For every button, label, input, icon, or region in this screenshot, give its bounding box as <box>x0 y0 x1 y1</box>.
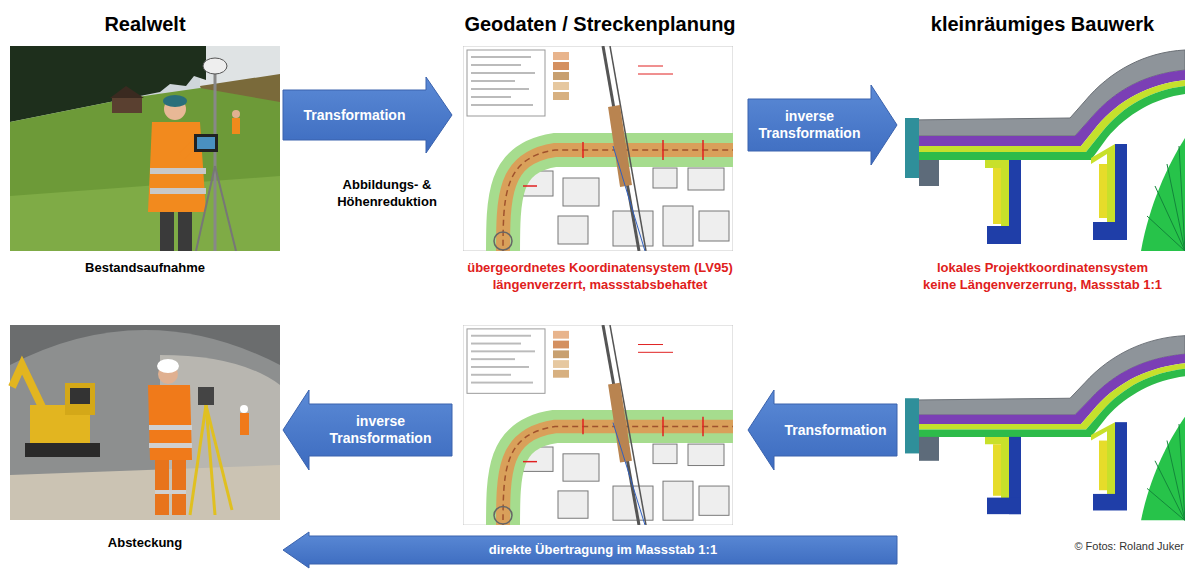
model-panel <box>900 330 1185 568</box>
system-note: übergeordnetes Koordinatensystem (LV95) … <box>460 259 740 293</box>
picture-slot <box>455 325 745 525</box>
block-arrow <box>748 390 897 470</box>
illustration-part <box>70 388 90 404</box>
column-heading: kleinräumiges Bauwerk <box>931 12 1154 36</box>
illustration-part <box>197 137 215 149</box>
illustration-part <box>203 58 227 74</box>
block-arrow <box>283 390 452 470</box>
photo-credit: © Fotos: Roland Juker <box>1030 539 1184 554</box>
illustration-part <box>65 383 95 415</box>
illustration-part <box>198 387 214 405</box>
caption-group: lokales Projektkoordinatensystem keine L… <box>900 259 1185 293</box>
illustration-part <box>10 465 280 520</box>
survey-photo <box>10 46 280 251</box>
column-heading: Realwelt <box>104 12 185 36</box>
illustration-part <box>10 325 280 520</box>
illustration-part <box>110 86 144 98</box>
illustration-part <box>150 168 206 174</box>
route-plan <box>463 325 738 530</box>
arrow-label: direkte Übertragung im Massstab 1:1 <box>312 542 894 558</box>
caption-group: übergeordnetes Koordinatensystem (LV95) … <box>455 259 745 293</box>
arrow-label: Transformation <box>286 107 423 124</box>
bridge-model <box>905 332 1185 521</box>
block-arrow <box>748 85 897 165</box>
bridge-model <box>905 46 1185 251</box>
picture-slot <box>10 325 280 520</box>
plan-panel <box>455 325 745 525</box>
illustration-part <box>157 359 179 373</box>
illustration-part <box>190 405 206 515</box>
plan-panel: Geodaten / Streckenplanung übergeordnetes… <box>455 12 745 293</box>
illustration-part <box>240 413 249 435</box>
arrow-label: inverse Transformation <box>751 108 868 142</box>
illustration-part <box>163 95 187 107</box>
stakeout-photo <box>10 325 280 520</box>
illustration-part <box>160 206 174 251</box>
block-arrow <box>283 532 897 568</box>
route-plan <box>463 46 738 256</box>
illustration-part <box>10 88 280 251</box>
illustration-part <box>232 118 240 134</box>
photo-caption: Absteckung <box>108 534 182 551</box>
picture-slot <box>10 46 280 251</box>
illustration-part <box>215 166 236 251</box>
arrow-label: Transformation <box>777 422 894 439</box>
illustration-part <box>155 490 186 494</box>
illustration-part <box>25 443 100 457</box>
illustration-part <box>155 455 169 515</box>
illustration-part <box>148 385 192 460</box>
picture-slot <box>455 46 745 251</box>
illustration-part <box>12 365 42 407</box>
illustration-part <box>112 98 142 113</box>
illustration-part <box>194 134 218 152</box>
heading-group: Geodaten / Streckenplanung <box>455 12 745 36</box>
caption-group: Absteckung <box>10 534 280 551</box>
illustration-part <box>10 46 280 251</box>
illustration-part <box>214 70 217 251</box>
photo-panel: Absteckung <box>10 325 280 565</box>
illustration-part <box>149 425 192 430</box>
illustration-part <box>206 405 232 510</box>
photo-panel: RealweltBestandsaufnahme <box>10 12 280 276</box>
reduction-note: Abbildungs- & Höhenreduktion <box>322 176 452 210</box>
illustration-part <box>10 330 280 520</box>
illustration-part <box>196 166 215 251</box>
illustration-part <box>10 176 280 251</box>
model-panel: kleinräumiges Bauwerk lokales Projektkoor… <box>900 12 1185 293</box>
illustration-part <box>240 405 248 413</box>
caption-group: Bestandsaufnahme <box>10 259 280 276</box>
illustration-part <box>172 455 186 515</box>
illustration-part <box>182 142 196 156</box>
picture-slot <box>900 330 1185 520</box>
illustration-part <box>232 110 240 118</box>
heading-group: Realwelt <box>10 12 280 36</box>
arrow-label: inverse Transformation <box>312 413 449 447</box>
illustration-part <box>178 206 192 251</box>
picture-slot <box>900 46 1185 251</box>
photo-caption: Bestandsaufnahme <box>85 259 205 276</box>
illustration-part <box>150 188 206 194</box>
column-heading: Geodaten / Streckenplanung <box>464 12 735 36</box>
system-note: lokales Projektkoordinatensystem keine L… <box>920 259 1165 293</box>
block-arrow <box>283 77 452 153</box>
heading-group: kleinräumiges Bauwerk <box>900 12 1185 36</box>
illustration-part <box>149 443 192 448</box>
